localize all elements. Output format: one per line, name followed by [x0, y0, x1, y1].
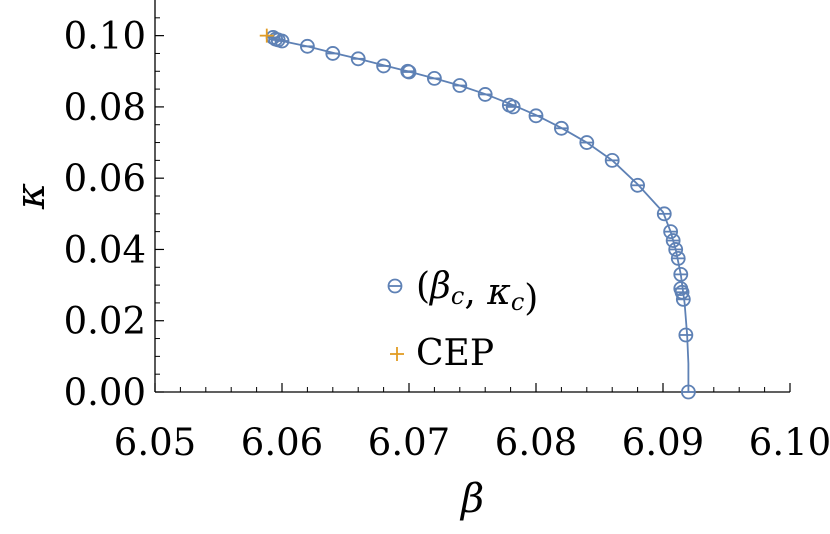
data-point-critical: [656, 206, 672, 222]
data-point-critical: [678, 327, 694, 343]
data-point-critical: [505, 99, 521, 115]
data-point-critical: [299, 38, 315, 54]
y-tick-label: 0.08: [64, 86, 146, 129]
x-tick-label: 6.10: [749, 421, 830, 464]
data-point-critical: [670, 250, 686, 266]
legend-marker-circle: [387, 278, 403, 294]
data-point-critical: [325, 46, 341, 61]
data-point-critical: [274, 33, 290, 49]
data-points-layer: [259, 28, 696, 400]
y-tick-label: 0.06: [64, 157, 146, 200]
legend-subscript: c: [511, 288, 524, 316]
x-tick-label: 6.06: [241, 421, 323, 464]
data-point-critical: [376, 58, 392, 74]
legend-char: ): [524, 278, 538, 319]
data-point-critical: [630, 177, 645, 193]
data-point-cep: [259, 28, 274, 43]
data-point-critical: [604, 152, 620, 168]
legend-label-cep: CEP: [416, 333, 494, 374]
x-axis-title: β: [459, 476, 484, 522]
x-tick-label: 6.09: [622, 421, 704, 464]
x-tick-label: 6.07: [368, 421, 450, 464]
fit-curve: [266, 34, 690, 392]
legend-char: (: [416, 266, 430, 307]
data-point-critical: [668, 242, 684, 257]
data-point-critical: [663, 224, 679, 240]
data-point-critical: [675, 291, 691, 307]
x-tick-label: 6.05: [114, 421, 196, 464]
data-point-critical: [477, 87, 493, 102]
data-point-critical: [579, 135, 595, 150]
data-point-critical: [681, 384, 696, 400]
data-point-critical: [528, 108, 544, 124]
tick-labels-layer: 6.05 6.06 6.07 6.08 6.09 6.10 0.00 0.02 0.04 0.06…: [64, 15, 830, 464]
y-axis-title: κ: [8, 183, 54, 210]
data-point-critical: [554, 120, 569, 136]
y-tick-label: 0.00: [64, 371, 146, 414]
data-point-critical: [350, 51, 366, 67]
legend-char: [476, 272, 487, 313]
y-tick-label: 0.04: [64, 228, 146, 271]
legend-marker-plus: [390, 347, 404, 361]
x-tick-label: 6.08: [495, 421, 577, 464]
legend-symbol-plus: [390, 347, 404, 361]
data-point-critical: [401, 64, 417, 80]
data-point-critical: [673, 266, 689, 282]
data-point-critical: [426, 71, 442, 86]
legend-char: β: [428, 266, 451, 307]
legend-subscript: c: [451, 282, 464, 310]
legend-char: ,: [464, 272, 475, 313]
legend-label-critical-points: (βc, κc): [416, 266, 538, 319]
y-tick-label: 0.10: [64, 15, 146, 58]
fit-curve-layer: [266, 34, 690, 392]
y-tick-label: 0.02: [64, 300, 146, 343]
legend: (βc, κc) CEP: [387, 266, 538, 374]
legend-char: κ: [486, 272, 511, 313]
data-point-critical: [665, 233, 681, 248]
legend-symbol-circle: [387, 278, 403, 294]
data-point-critical: [452, 78, 468, 93]
